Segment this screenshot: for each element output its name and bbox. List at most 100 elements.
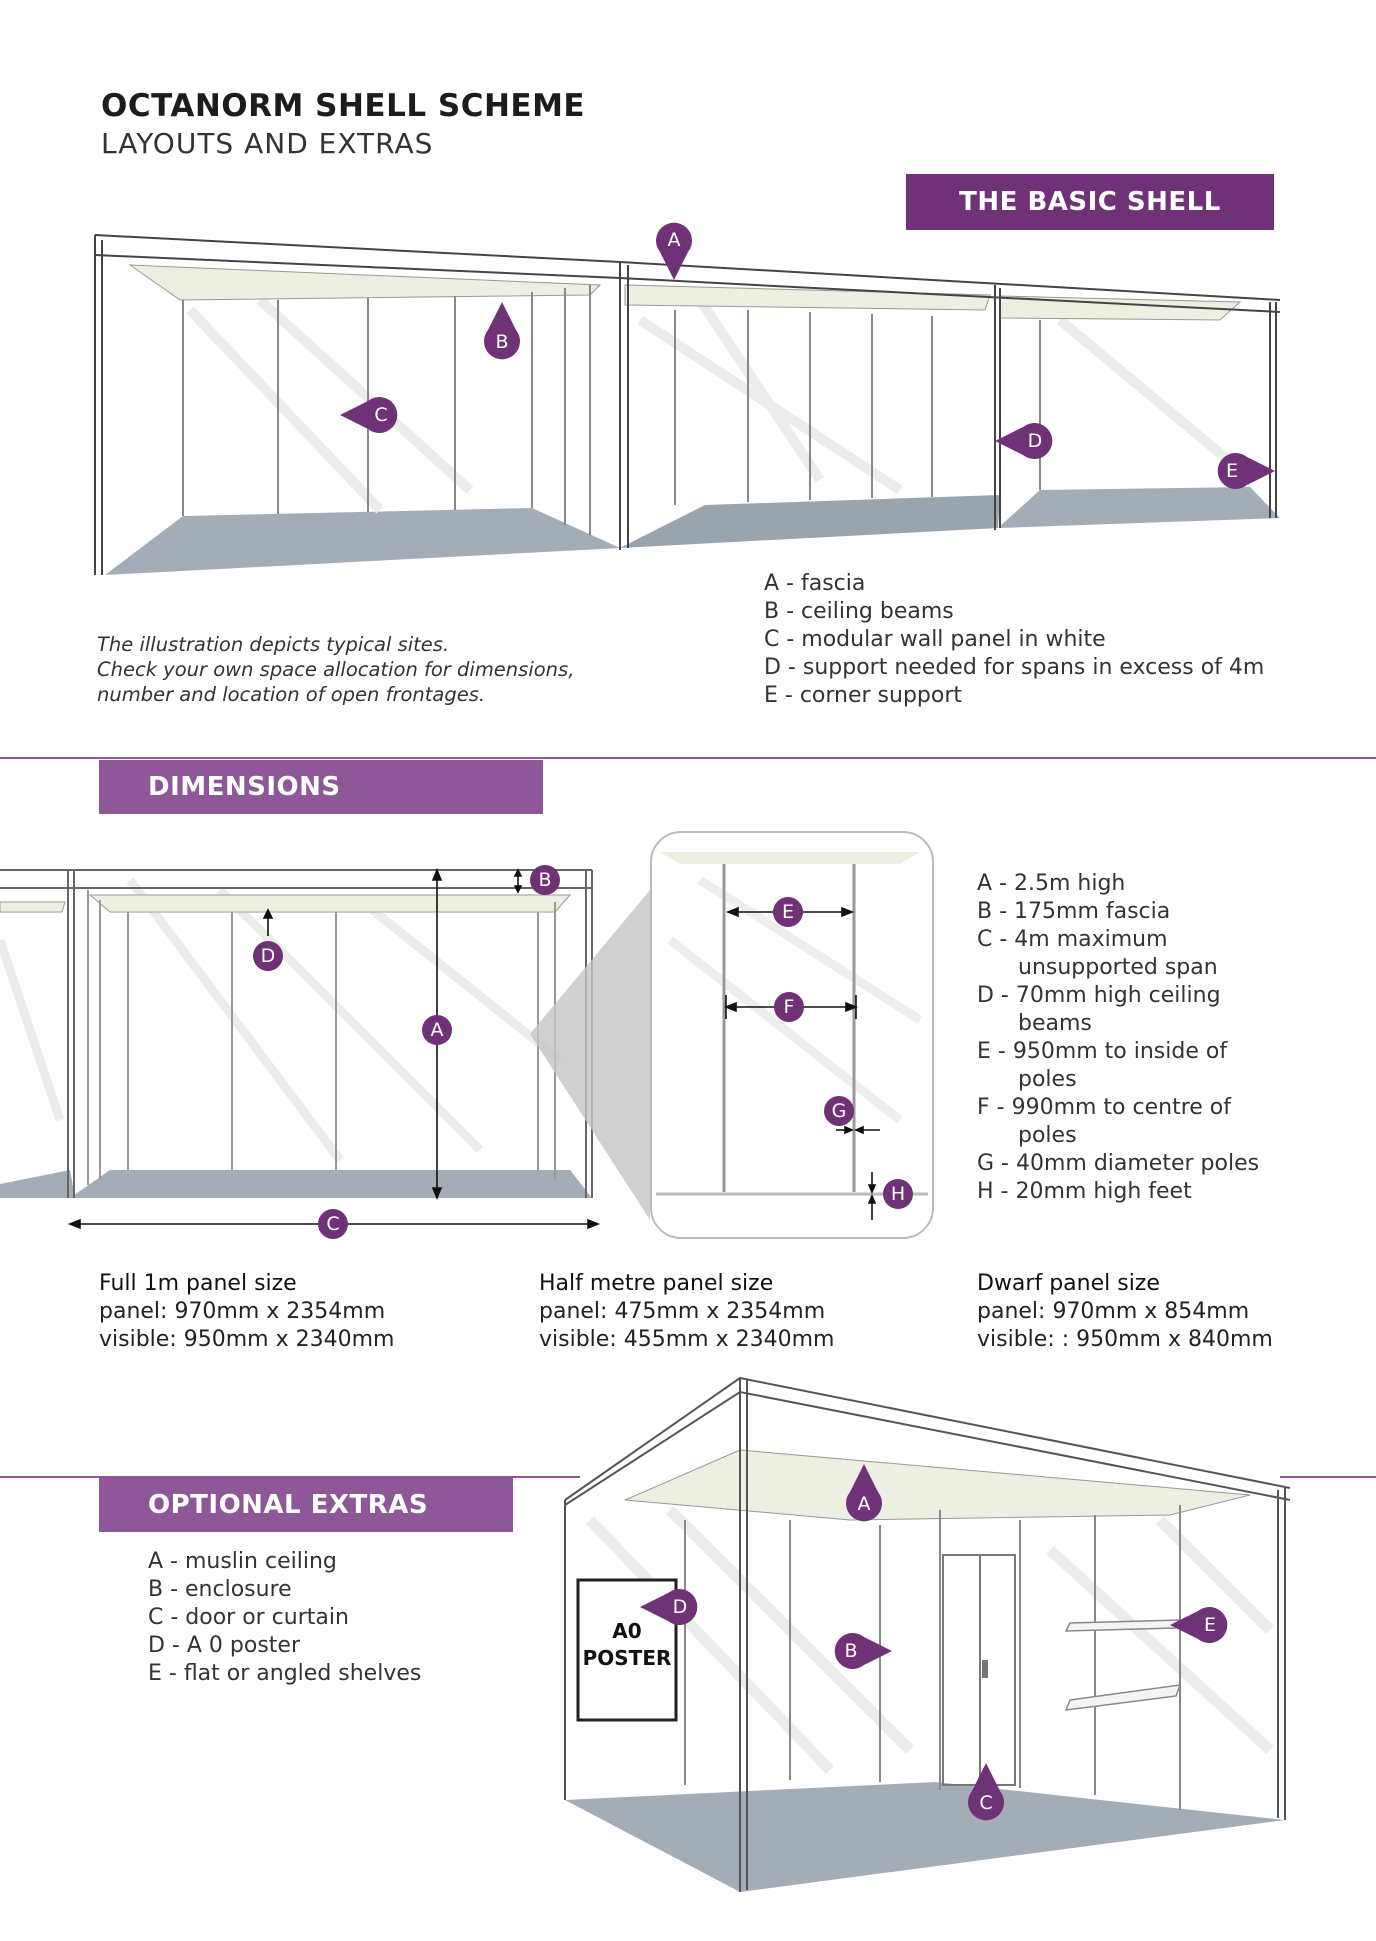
dim-marker-f: F [774,992,804,1022]
zoom-ceiling [660,852,920,864]
panel-size-heading: Full 1m panel size [99,1271,297,1296]
svg-text:C: C [326,1213,339,1235]
legend-item: C - modular wall panel in white [764,627,1106,652]
svg-text:G: G [832,1100,847,1122]
svg-text:D: D [1028,430,1043,452]
basic-shell-banner: THE BASIC SHELL [906,174,1274,230]
svg-text:A: A [858,1493,871,1515]
dimensions-legend: A - 2.5m high B - 175mm fascia C - 4m ma… [977,870,1259,1206]
extras-marker-b: B [834,1633,892,1669]
legend-item: E - flat or angled shelves [148,1661,422,1686]
section-divider [0,757,1376,759]
svg-text:B: B [844,1640,857,1662]
svg-text:H: H [891,1183,905,1205]
dim-marker-h: H [883,1179,913,1209]
dim-marker-a: A [422,1015,452,1045]
dim-floor [70,1170,592,1198]
svg-text:A: A [668,229,681,251]
dimensions-banner: DIMENSIONS [99,760,543,814]
extras-marker-e: E [1170,1607,1228,1643]
floor-middle [620,495,1000,548]
svg-text:D: D [673,1596,688,1618]
svg-text:F: F [784,996,795,1018]
angled-shelf [1064,1684,1182,1711]
panel-size-panel: panel: 970mm x 854mm [977,1299,1250,1324]
dim-panels [87,890,556,1185]
legend-item: C - 4m maximum [977,927,1168,952]
dim-marker-c: C [318,1209,348,1239]
door-handle [982,1660,988,1678]
page-title: OCTANORM SHELL SCHEME [101,88,586,124]
floor-right [998,487,1280,528]
shell-marker-a: A [656,222,692,280]
extras-illustration: A0 POSTER A B C D E [564,1376,1291,1892]
zoom-reflections [667,876,923,1124]
dim-ceiling [88,894,572,913]
legend-item: H - 20mm high feet [977,1179,1192,1204]
legend-item: A - 2.5m high [977,871,1126,896]
ceiling-left [128,264,602,301]
dimensions-banner-label: DIMENSIONS [148,772,341,802]
dim-floor-left [0,1170,75,1198]
shell-marker-d: D [995,423,1053,460]
extras-banner: OPTIONAL EXTRAS [99,1478,513,1532]
svg-text:C: C [374,404,387,426]
extras-marker-a: A [846,1464,882,1522]
legend-item: B - enclosure [148,1577,292,1602]
legend-item: B - ceiling beams [764,599,954,624]
extras-banner-label: OPTIONAL EXTRAS [148,1490,429,1520]
legend-item: B - 175mm fascia [977,899,1171,924]
panel-size-panel: panel: 475mm x 2354mm [539,1299,826,1324]
dim-ceiling-left [0,901,66,913]
extras-marker-d: D [640,1589,698,1625]
extras-frame [564,1376,1291,1892]
wall-panels [182,285,1041,535]
ceiling-mid [624,284,991,311]
basic-shell-illustration: A B C D E [94,222,1281,575]
panel-size-heading: Half metre panel size [539,1271,774,1296]
note-line: Check your own space allocation for dime… [97,658,575,681]
note-line: The illustration depicts typical sites. [97,633,450,656]
basic-shell-banner-label: THE BASIC SHELL [959,187,1221,217]
extras-floor [565,1782,1285,1892]
extras-legend: A - muslin ceiling B - enclosure C - doo… [148,1548,421,1688]
dim-reflections [0,877,563,1163]
dim-marker-g: G [824,1096,854,1126]
floor-left [105,508,620,575]
svg-text:E: E [1226,460,1238,482]
dim-marker-e: E [773,897,803,927]
note-line: number and location of open frontages. [97,683,486,706]
basic-shell-legend: A - fascia B - ceiling beams C - modular… [764,570,1264,710]
panel-size-half: Half metre panel size panel: 475mm x 235… [539,1270,834,1354]
dim-frame [0,869,593,1198]
legend-item: E - corner support [764,683,963,708]
svg-text:E: E [782,901,794,923]
svg-text:B: B [538,869,551,891]
legend-item: A - fascia [764,571,866,596]
extras-marker-c: C [968,1763,1004,1821]
dim-marker-b: B [530,865,560,895]
svg-text:D: D [261,945,276,967]
panel-size-panel: panel: 970mm x 2354mm [99,1299,386,1324]
wall-reflections [186,296,1244,514]
poster-line-2: POSTER [583,1646,672,1670]
svg-text:B: B [495,331,508,353]
legend-item-continued: unsupported span [1018,955,1218,980]
legend-item: D - 70mm high ceiling [977,983,1221,1008]
muslin-ceiling [624,1449,1251,1521]
page-subtitle: LAYOUTS AND EXTRAS [101,127,434,160]
panel-size-visible: visible: : 950mm x 840mm [977,1327,1273,1352]
svg-text:C: C [979,1792,992,1814]
shell-marker-c: C [340,397,398,434]
legend-item-continued: poles [1018,1123,1077,1148]
legend-item-continued: beams [1018,1011,1092,1036]
svg-text:E: E [1204,1614,1216,1636]
fascia-frame [94,234,1281,575]
zoom-cone [530,890,650,1220]
legend-item: G - 40mm diameter poles [977,1151,1260,1176]
legend-item: A - muslin ceiling [148,1549,337,1574]
panel-size-dwarf: Dwarf panel size panel: 970mm x 854mm vi… [977,1270,1273,1354]
shell-marker-e: E [1217,453,1275,490]
panel-size-visible: visible: 950mm x 2340mm [99,1327,395,1352]
dimensions-illustration: A B C D E F G H [0,831,934,1239]
